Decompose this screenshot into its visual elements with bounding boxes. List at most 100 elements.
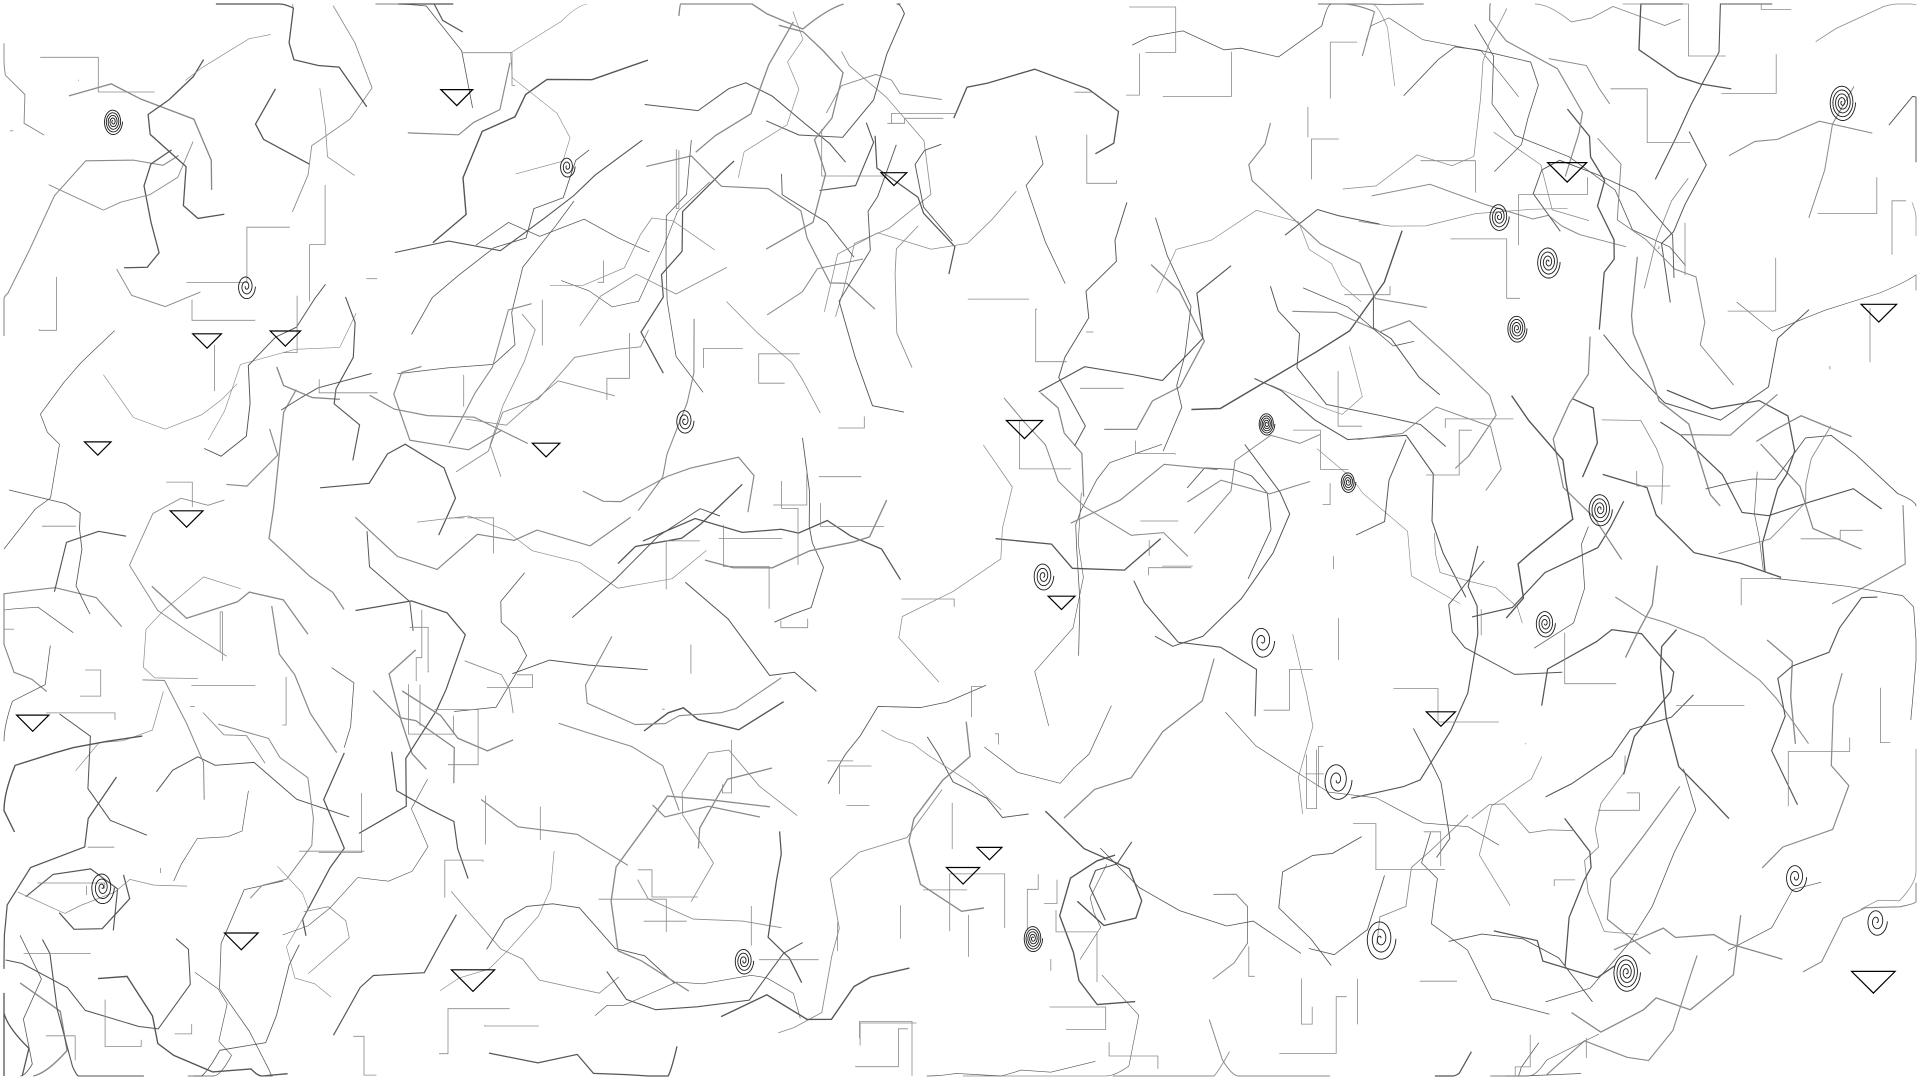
orthogonal-line xyxy=(1721,54,1777,94)
orthogonal-line xyxy=(722,739,732,794)
meandering-curve xyxy=(202,712,266,764)
meandering-curve xyxy=(3,593,74,633)
meandering-curve xyxy=(417,515,707,589)
orthogonal-line xyxy=(1248,946,1255,977)
meandering-curve xyxy=(765,24,844,250)
triangle-mark xyxy=(83,441,113,457)
meandering-curve xyxy=(652,804,761,818)
meandering-curve xyxy=(678,3,844,30)
meandering-curve xyxy=(128,497,227,657)
triangle-mark xyxy=(223,932,260,951)
triangle-mark xyxy=(15,714,51,733)
meandering-curve xyxy=(778,789,943,1034)
meandering-curve xyxy=(1193,434,1321,534)
orthogonal-line xyxy=(1055,910,1098,983)
orthogonal-line xyxy=(949,873,1006,932)
meandering-curve xyxy=(1888,96,1917,163)
orthogonal-line xyxy=(1423,831,1442,867)
meandering-curve xyxy=(1040,392,1085,497)
meandering-curve xyxy=(3,776,117,969)
orthogonal-line xyxy=(160,868,161,873)
orthogonal-line xyxy=(723,524,770,609)
meandering-curve xyxy=(549,217,715,286)
meandering-curve xyxy=(303,906,350,974)
orthogonal-line xyxy=(675,149,680,209)
meandering-curve xyxy=(1533,526,1589,649)
orthogonal-line xyxy=(444,859,484,898)
spiral xyxy=(104,109,123,135)
orthogonal-line xyxy=(46,712,116,720)
orthogonal-line xyxy=(1301,978,1313,1025)
meandering-curve xyxy=(984,705,1112,784)
orthogonal-line xyxy=(318,379,378,394)
orthogonal-line xyxy=(1035,308,1067,363)
meandering-curve xyxy=(953,68,1120,155)
orthogonal-line xyxy=(820,503,885,527)
meandering-curve xyxy=(19,982,68,1077)
meandering-curve xyxy=(825,73,942,114)
meandering-curve xyxy=(610,795,770,992)
meandering-curve xyxy=(1376,814,1469,945)
orthogonal-line xyxy=(37,882,106,889)
meandering-curve xyxy=(1584,755,1639,935)
meandering-curve xyxy=(774,437,824,623)
orthogonal-line xyxy=(1727,257,1777,312)
meandering-curve xyxy=(1541,628,1675,775)
orthogonal-line xyxy=(1129,6,1177,53)
orthogonal-line xyxy=(1636,471,1671,487)
orthogonal-line xyxy=(1026,874,1039,931)
spiral xyxy=(1829,85,1857,121)
orthogonal-line xyxy=(887,117,944,124)
meandering-curve xyxy=(1770,577,1917,721)
meandering-curve xyxy=(1208,1019,1330,1077)
meandering-curve xyxy=(1815,3,1917,43)
orthogonal-line xyxy=(283,295,298,353)
meandering-curve xyxy=(1063,658,1215,819)
meandering-curve xyxy=(17,879,188,914)
orthogonal-line xyxy=(318,793,362,853)
meandering-curve xyxy=(1728,120,1873,157)
meandering-curve xyxy=(642,517,902,581)
meandering-curve xyxy=(1471,500,1625,618)
meandering-curve xyxy=(75,691,164,772)
orthogonal-line xyxy=(995,733,999,745)
meandering-curve xyxy=(1532,159,1675,279)
spiral xyxy=(1489,204,1510,231)
meandering-curve xyxy=(1403,46,1539,172)
meandering-curve xyxy=(3,330,115,550)
triangle-mark xyxy=(879,172,909,187)
meandering-curve xyxy=(510,3,587,175)
orthogonal-line xyxy=(597,260,604,283)
meandering-curve xyxy=(1191,230,1403,411)
orthogonal-line xyxy=(186,226,290,283)
meandering-curve xyxy=(116,268,201,308)
orthogonal-line xyxy=(1564,632,1617,685)
meandering-curve xyxy=(1225,711,1500,846)
meandering-curve xyxy=(1269,286,1447,447)
orthogonal-line xyxy=(1610,88,1691,143)
meandering-curve xyxy=(5,938,191,1030)
meandering-curve xyxy=(962,974,1140,1077)
orthogonal-line xyxy=(773,468,808,506)
spirals xyxy=(91,85,1888,992)
orthogonal-line xyxy=(1108,1042,1159,1069)
spiral xyxy=(734,949,755,975)
meandering-curve xyxy=(369,394,529,445)
meandering-curve xyxy=(1505,395,1574,619)
meandering-curve xyxy=(388,649,427,770)
meandering-curve xyxy=(1546,955,1698,1076)
meandering-curve xyxy=(1155,217,1192,452)
orthogonal-line xyxy=(409,626,429,673)
meandering-curve xyxy=(1058,854,1136,1006)
spiral xyxy=(1258,413,1276,436)
orthogonal-line xyxy=(1880,687,1891,743)
meandering-curve xyxy=(1270,346,1363,415)
orthogonal-line xyxy=(855,1028,908,1068)
meandering-curve xyxy=(1448,933,1593,1003)
orthogonal-line xyxy=(309,185,326,302)
meandering-curve xyxy=(1681,393,1778,436)
orthogonal-line xyxy=(1800,529,1863,540)
meandering-curve xyxy=(1254,378,1467,598)
meandering-curve xyxy=(398,3,464,33)
meandering-curve xyxy=(1434,1051,1472,1077)
